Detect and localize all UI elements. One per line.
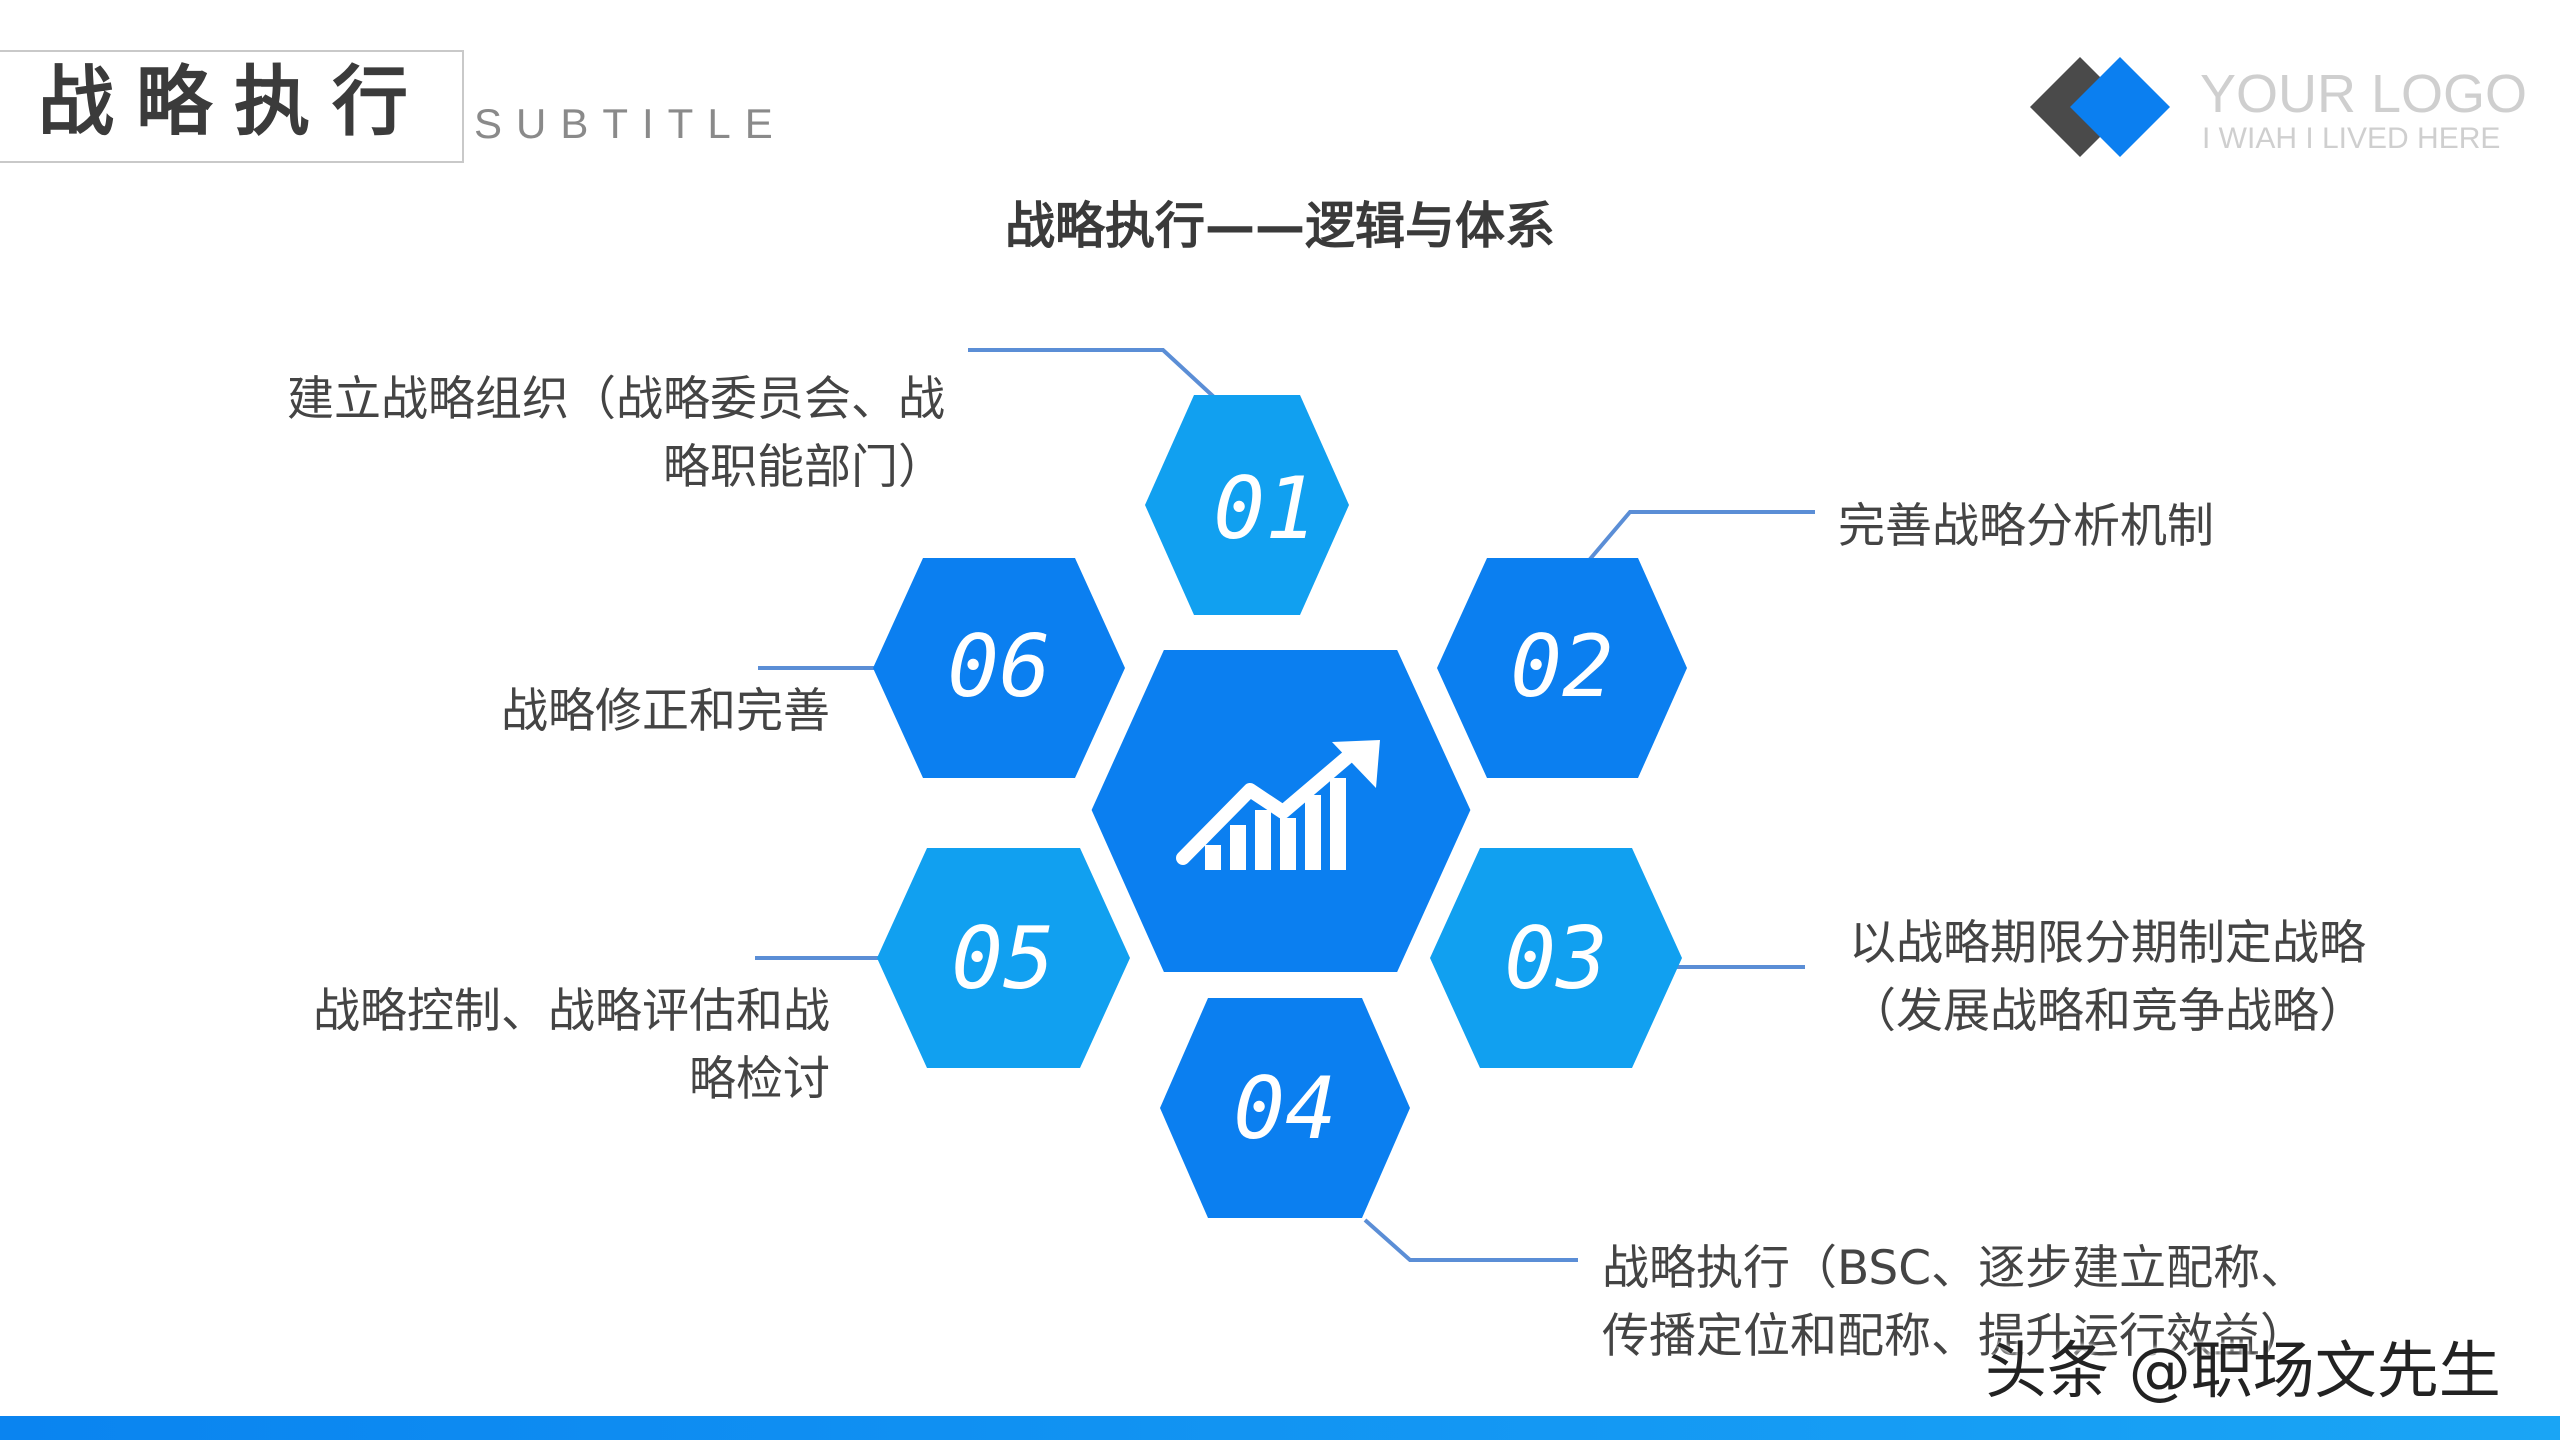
bottom-bar <box>0 1416 2560 1440</box>
node-number-04: 04 <box>1233 1059 1337 1159</box>
page-title: 战略执行 <box>38 57 430 146</box>
node-label-05-line-1: 战略控制、战略评估和战 <box>313 984 830 1039</box>
node-label-02: 完善战略分析机制 <box>1838 493 2214 561</box>
page-subtitle: SUBTITLE <box>474 100 787 147</box>
node-label-04: 战略执行（BSC、逐步建立配称、 传播定位和配称、提升运行效益） <box>1602 1235 2307 1371</box>
node-label-02-line-1: 完善战略分析机制 <box>1838 499 2214 554</box>
node-label-03-line-2: （发展战略和竞争战略） <box>1849 984 2366 1039</box>
hexagon-04 <box>1160 998 1410 1218</box>
node-label-04-line-1: 战略执行（BSC、逐步建立配称、 <box>1602 1241 2308 1296</box>
node-label-05: 战略控制、战略评估和战 略检讨 <box>200 978 830 1114</box>
node-label-03: 以战略期限分期制定战略 （发展战略和竞争战略） <box>1830 910 2385 1046</box>
node-number-01: 01 <box>1213 459 1317 559</box>
node-number-06: 06 <box>947 617 1051 717</box>
logo-diamond-icon <box>2030 57 2170 157</box>
logo-tagline: I WIAH I LIVED HERE <box>2202 122 2501 155</box>
hexagon-02 <box>1437 558 1687 778</box>
logo-name: YOUR LOGO <box>2200 64 2528 124</box>
node-number-03: 03 <box>1504 909 1608 1009</box>
connector-04 <box>1363 1218 1578 1262</box>
connector-01 <box>968 348 1217 400</box>
hexagon-01 <box>1145 395 1349 615</box>
growth-chart-icon <box>1176 740 1380 870</box>
node-number-02: 02 <box>1510 617 1614 717</box>
node-label-06: 战略修正和完善 <box>380 678 830 746</box>
node-label-06-line-1: 战略修正和完善 <box>501 684 830 739</box>
connector-02 <box>1583 510 1815 567</box>
node-label-04-line-2: 传播定位和配称、提升运行效益） <box>1602 1309 2307 1364</box>
node-label-01: 建立战略组织（战略委员会、战 略职能部门） <box>240 366 945 502</box>
hexagon-06 <box>873 558 1125 778</box>
watermark: 头条 @职场文先生 <box>1985 1334 2501 1407</box>
node-number-05: 05 <box>951 909 1055 1009</box>
node-label-01-line-2: 略职能部门） <box>663 440 945 495</box>
title-box <box>0 50 464 163</box>
hexagon-05 <box>877 848 1130 1068</box>
node-label-05-line-2: 略检讨 <box>689 1052 830 1107</box>
diagram-heading: 战略执行——逻辑与体系 <box>1005 197 1555 255</box>
node-label-01-line-1: 建立战略组织（战略委员会、战 <box>287 372 945 427</box>
node-label-03-line-1: 以战略期限分期制定战略 <box>1849 916 2366 971</box>
hexagon-03 <box>1430 848 1682 1068</box>
